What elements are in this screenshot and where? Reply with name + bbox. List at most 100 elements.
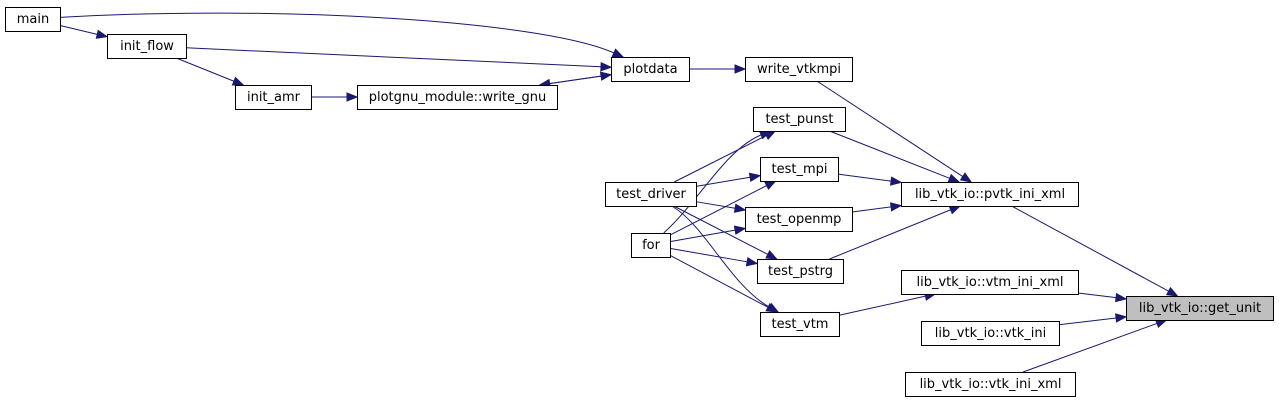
node-box[interactable]: [757, 259, 844, 284]
edge-line: [185, 47, 602, 68]
node-pvtk_ini_xml[interactable]: lib_vtk_io::pvtk_ini_xml: [901, 182, 1079, 207]
node-box[interactable]: [760, 157, 839, 182]
edge-line: [671, 205, 770, 308]
arrowhead-icon: [600, 62, 613, 72]
node-box[interactable]: [745, 57, 853, 82]
node-get_unit[interactable]: lib_vtk_io::get_unit: [1126, 296, 1274, 321]
edge-test_driver-to-test_pstrg: [673, 205, 778, 260]
node-label: lib_vtk_io::vtk_ini: [935, 326, 1046, 341]
node-label: init_amr: [247, 90, 301, 105]
edge-line: [851, 206, 892, 213]
arrowhead-icon: [748, 172, 762, 182]
arrowhead-icon: [764, 180, 777, 191]
edge-line: [829, 209, 951, 260]
arrowhead-icon: [231, 76, 245, 86]
edge-line: [695, 201, 736, 209]
arrowhead-icon: [948, 205, 962, 215]
node-test_pstrg[interactable]: test_pstrg: [757, 259, 844, 284]
edge-test_driver-to-test_mpi: [695, 172, 762, 187]
edge-line: [837, 173, 892, 182]
node-test_driver[interactable]: test_driver: [605, 182, 697, 207]
edge-line: [59, 12, 615, 54]
node-box[interactable]: [901, 182, 1079, 207]
node-init_amr[interactable]: init_amr: [235, 85, 312, 110]
node-box[interactable]: [1126, 296, 1274, 321]
node-label: test_openmp: [757, 212, 842, 227]
node-vtk_ini[interactable]: lib_vtk_io::vtk_ini: [921, 321, 1060, 346]
node-test_vtm[interactable]: test_vtm: [760, 312, 840, 337]
node-vtm_ini_xml[interactable]: lib_vtk_io::vtm_ini_xml: [901, 270, 1079, 295]
node-vtk_ini_xml[interactable]: lib_vtk_io::vtk_ini_xml: [905, 372, 1076, 397]
edge-test_vtm-to-vtm_ini_xml: [838, 291, 937, 316]
node-label: main: [17, 12, 49, 27]
call-edges: [59, 12, 1179, 373]
node-box[interactable]: [107, 34, 187, 59]
arrowhead-icon: [733, 225, 747, 235]
node-label: lib_vtk_io::get_unit: [1139, 301, 1261, 316]
edge-line: [549, 74, 612, 85]
edge-line: [59, 25, 98, 35]
node-label: for: [642, 238, 661, 253]
node-box[interactable]: [905, 372, 1076, 397]
node-box[interactable]: [611, 57, 690, 82]
arrowhead-icon: [733, 203, 747, 213]
edge-test_pstrg-to-pvtk_ini_xml: [829, 205, 962, 260]
edge-init_amr-to-write_gnu: [311, 92, 359, 102]
edge-line: [669, 229, 736, 243]
node-box[interactable]: [357, 85, 558, 110]
edge-line: [838, 295, 926, 316]
node-box[interactable]: [901, 270, 1079, 295]
edge-init_flow-to-plotdata: [185, 47, 613, 72]
edge-main-to-plotdata: [59, 12, 625, 58]
node-label: lib_vtk_io::pvtk_ini_xml: [915, 187, 1065, 202]
arrowhead-icon: [959, 172, 973, 183]
edge-line: [829, 130, 950, 179]
node-label: lib_vtk_io::vtm_ini_xml: [916, 275, 1063, 290]
edge-line: [673, 205, 769, 255]
edge-for-to-test_openmp: [669, 225, 747, 243]
node-box[interactable]: [631, 233, 671, 258]
node-label: test_pstrg: [768, 264, 833, 279]
arrowhead-icon: [346, 92, 359, 102]
edge-line: [669, 247, 748, 263]
node-label: test_vtm: [772, 317, 829, 332]
node-plotdata[interactable]: plotdata: [611, 57, 690, 82]
edge-test_punst-to-pvtk_ini_xml: [829, 130, 961, 183]
node-label: init_flow: [120, 39, 174, 54]
arrowhead-icon: [765, 302, 779, 313]
node-write_vtkmpi[interactable]: write_vtkmpi: [745, 57, 853, 82]
edge-line: [1011, 205, 1169, 292]
node-test_punst[interactable]: test_punst: [753, 107, 846, 132]
node-test_mpi[interactable]: test_mpi: [760, 157, 839, 182]
node-box[interactable]: [745, 207, 853, 232]
node-box[interactable]: [605, 182, 697, 207]
node-for[interactable]: for: [631, 233, 671, 258]
node-box[interactable]: [753, 107, 846, 132]
edge-line: [695, 176, 751, 187]
edge-vtk_ini-to-get_unit: [1058, 313, 1128, 326]
arrowhead-icon: [95, 29, 109, 39]
arrowhead-icon: [947, 173, 961, 183]
node-write_gnu[interactable]: plotgnu_module::write_gnu: [357, 85, 558, 110]
node-box[interactable]: [921, 321, 1060, 346]
arrowhead-icon: [1165, 286, 1179, 297]
node-label: plotdata: [623, 62, 677, 77]
edge-line: [1022, 322, 1158, 373]
node-main[interactable]: main: [5, 7, 61, 32]
edge-write_vtkmpi-to-pvtk_ini_xml: [816, 80, 973, 183]
node-box[interactable]: [5, 7, 61, 32]
arrowhead-icon: [765, 249, 778, 260]
arrowhead-icon: [1114, 292, 1128, 303]
edge-line: [1077, 292, 1117, 299]
node-init_flow[interactable]: init_flow: [107, 34, 187, 59]
edge-for-to-test_pstrg: [669, 247, 759, 267]
node-box[interactable]: [760, 312, 840, 337]
node-test_openmp[interactable]: test_openmp: [745, 207, 853, 232]
arrowhead-icon: [745, 257, 759, 267]
arrowhead-icon: [1115, 313, 1128, 323]
edge-line: [816, 80, 964, 177]
edge-line: [176, 57, 235, 82]
edge-line: [674, 135, 767, 183]
node-box[interactable]: [235, 85, 312, 110]
